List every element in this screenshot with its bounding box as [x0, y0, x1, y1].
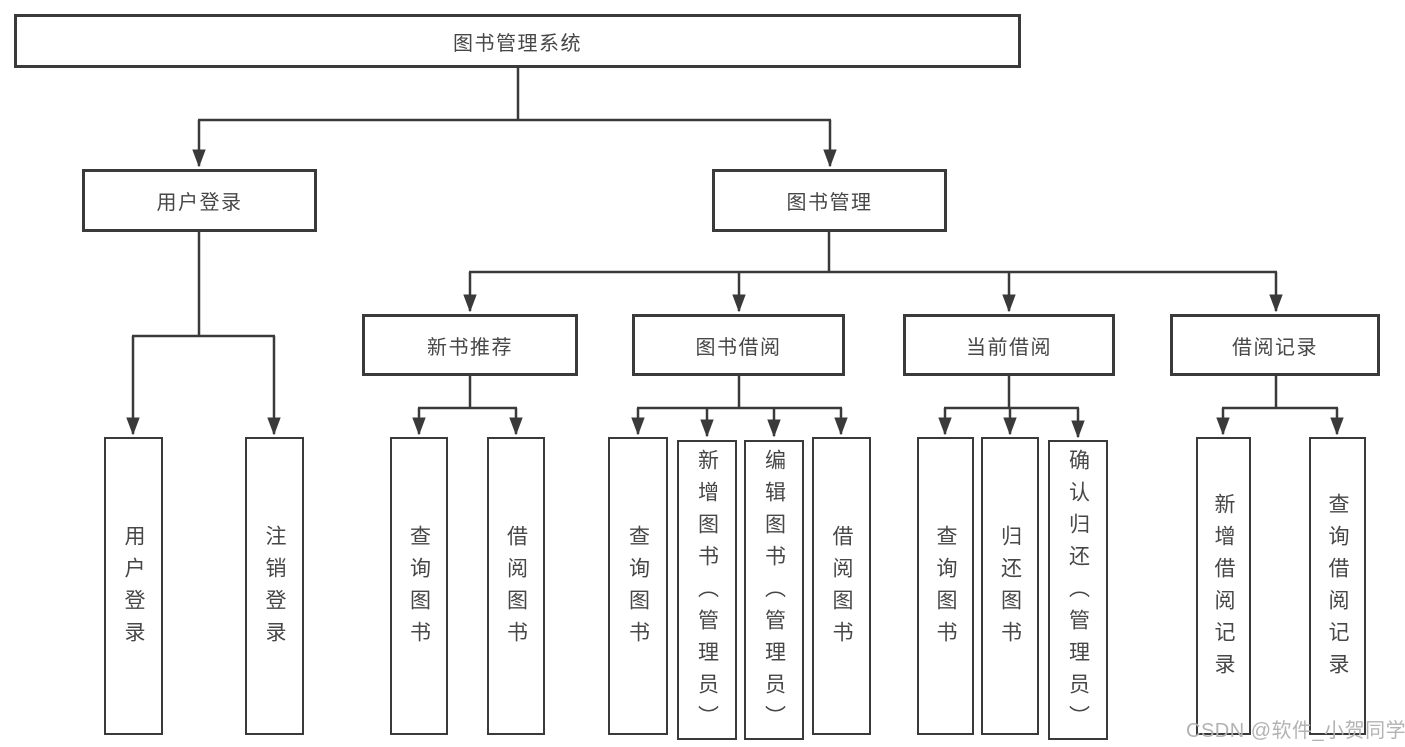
node-label: 图书管理系统 — [453, 32, 582, 55]
leaf-newbook-borrow-book: 借阅图书 — [487, 437, 545, 735]
connector-borrow-records-children — [1222, 375, 1338, 434]
node-book-management: 图书管理 — [712, 169, 947, 232]
leaf-borrow-edit-book-admin: 编辑图书（管理员） — [744, 440, 804, 740]
node-label: 查询图书 — [626, 525, 650, 653]
node-label: 新书推荐 — [427, 336, 513, 359]
connector-new-book-children — [418, 375, 517, 434]
leaf-current-confirm-return-admin: 确认归还（管理员） — [1048, 440, 1108, 740]
node-label: 借阅记录 — [1232, 336, 1318, 359]
node-label: 查询图书 — [407, 525, 431, 653]
node-label: 新增图书（管理员） — [695, 449, 719, 737]
leaf-records-add-record: 新增借阅记录 — [1196, 437, 1251, 735]
leaf-borrow-borrow-book: 借阅图书 — [812, 437, 871, 735]
leaf-borrow-query-book: 查询图书 — [608, 437, 668, 735]
connector-book-mgmt-children — [469, 231, 1277, 311]
csdn-watermark: CSDN @软件_小贺同学 — [1186, 720, 1405, 742]
connector-current-borrow-children — [944, 375, 1079, 437]
leaf-user-login: 用户登录 — [104, 437, 163, 735]
node-book-borrowing: 图书借阅 — [632, 314, 845, 376]
leaf-logout: 注销登录 — [245, 437, 304, 735]
node-borrowing-records: 借阅记录 — [1170, 314, 1380, 376]
node-label: 借阅图书 — [504, 525, 528, 653]
connector-user-login-children — [132, 231, 275, 434]
leaf-current-query-book: 查询图书 — [917, 437, 974, 735]
node-label: 用户登录 — [122, 525, 146, 653]
node-new-book-recommend: 新书推荐 — [362, 314, 578, 376]
leaf-records-query-record: 查询借阅记录 — [1309, 437, 1366, 735]
node-label: 图书管理 — [786, 192, 873, 214]
node-label: 新增借阅记录 — [1212, 493, 1236, 685]
node-label: 注销登录 — [263, 525, 287, 653]
node-label: 用户登录 — [156, 192, 243, 214]
node-current-borrowing: 当前借阅 — [903, 314, 1115, 376]
node-label: 归还图书 — [998, 525, 1022, 653]
leaf-borrow-add-book-admin: 新增图书（管理员） — [677, 440, 737, 740]
leaf-newbook-query-book: 查询图书 — [390, 437, 448, 735]
connector-root-to-level2 — [198, 67, 831, 166]
node-label: 查询借阅记录 — [1326, 493, 1350, 685]
node-label: 图书借阅 — [695, 336, 782, 359]
node-label: 查询图书 — [934, 525, 958, 653]
node-library-management-system: 图书管理系统 — [14, 14, 1021, 68]
node-label: 借阅图书 — [830, 525, 854, 653]
node-label: 确认归还（管理员） — [1066, 449, 1090, 737]
node-label: 当前借阅 — [966, 336, 1052, 359]
node-label: 编辑图书（管理员） — [762, 449, 786, 737]
node-user-login: 用户登录 — [82, 169, 317, 232]
leaf-current-return-book: 归还图书 — [981, 437, 1039, 735]
connector-book-borrow-children — [637, 375, 842, 436]
